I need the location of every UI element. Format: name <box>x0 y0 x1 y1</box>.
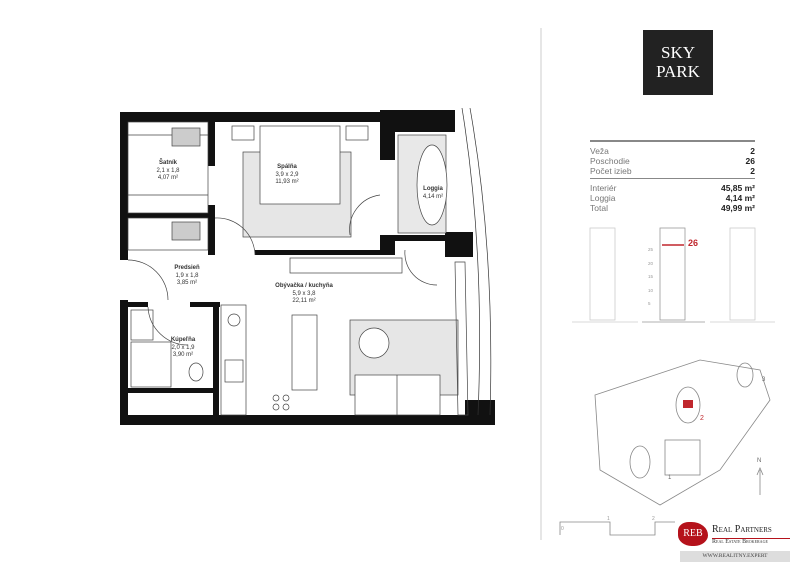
scale-tick: 0 <box>561 526 564 532</box>
site-plan <box>559 359 771 536</box>
site-label-3: 3 <box>762 377 766 383</box>
fixtures <box>127 107 492 416</box>
site-label-1: 1 <box>668 475 672 481</box>
tower-elevations <box>572 227 775 323</box>
floor-marker: 26 <box>688 238 699 248</box>
north-indicator: N <box>757 458 762 464</box>
scale-tick: 2 <box>652 516 655 522</box>
walls <box>120 110 495 425</box>
real-partners-logo: REB Real Partners Real Estate Brokerage … <box>678 520 792 566</box>
site-label-2: 2 <box>700 415 704 422</box>
scale-tick: 1 <box>607 516 610 522</box>
